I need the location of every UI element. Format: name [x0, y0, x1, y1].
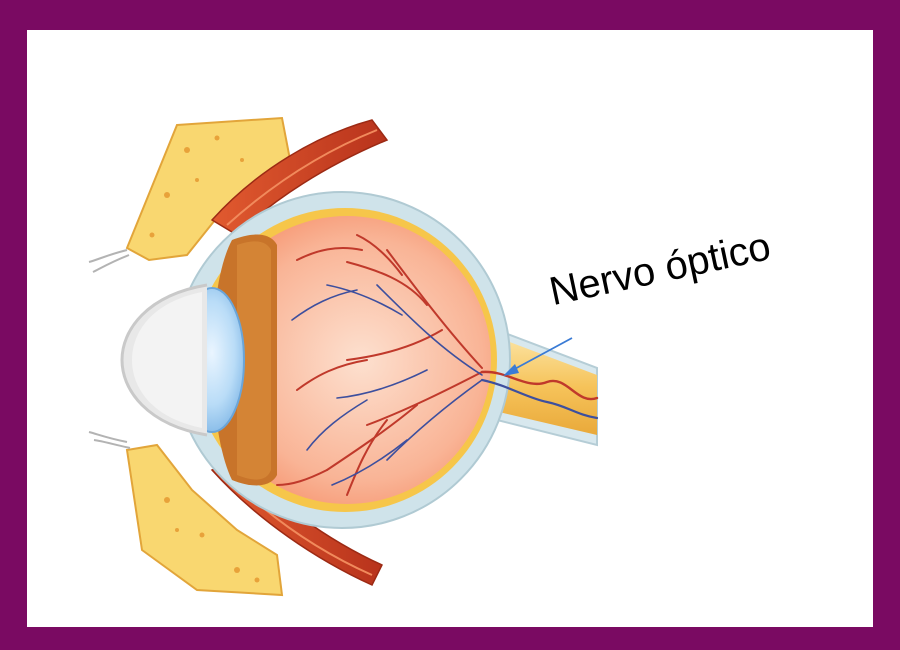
canvas: Nervo óptico [27, 30, 873, 627]
cornea [122, 285, 207, 435]
eye-anatomy-illustration [27, 30, 873, 627]
